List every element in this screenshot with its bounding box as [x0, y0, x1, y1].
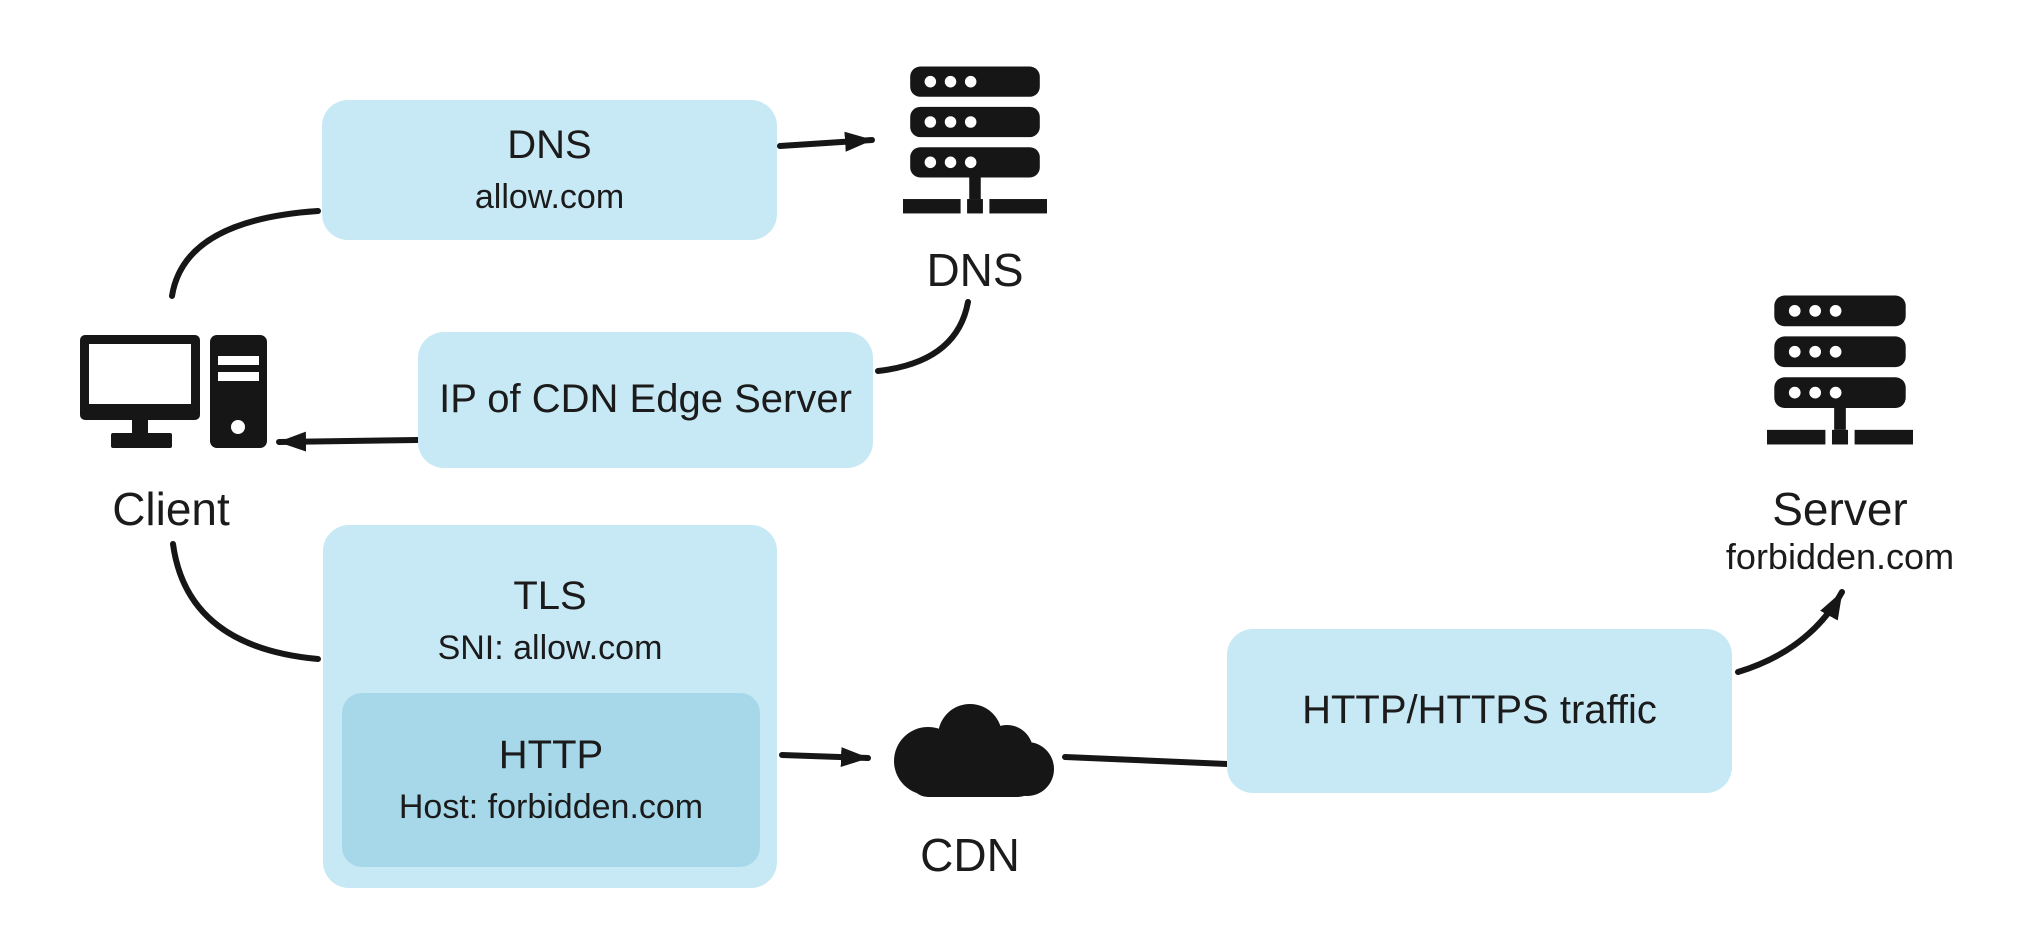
server-domain-label: forbidden.com — [1725, 536, 1955, 577]
http-host-body: Host: forbidden.com — [398, 788, 704, 827]
tls-title: TLS — [513, 574, 587, 618]
dns-response-title: IP of CDN Edge Server — [439, 377, 852, 422]
http-title: HTTP — [498, 733, 604, 777]
dns-label: DNS — [926, 244, 1024, 296]
server-label: Server — [1772, 483, 1908, 535]
http-nested-box: HTTP Host: forbidden.com — [342, 693, 760, 867]
dns-query-title: DNS — [507, 123, 592, 167]
client-computer-icon — [80, 335, 270, 450]
arrow-dns-query-to-dns-server — [777, 131, 875, 152]
connector-client-to-dns-query — [169, 208, 321, 299]
dns-query-box: DNS allow.com — [322, 100, 777, 240]
traffic-title: HTTP/HTTPS traffic — [1302, 688, 1657, 733]
arrow-dns-response-to-client — [276, 431, 421, 452]
cdn-cloud-icon — [888, 698, 1062, 797]
dns-server-icon — [903, 66, 1047, 214]
cdn-label: CDN — [920, 829, 1020, 881]
origin-server-icon — [1767, 295, 1913, 445]
client-label: Client — [112, 483, 230, 535]
arrow-traffic-box-to-server — [1735, 589, 1845, 675]
connector-dns-server-to-dns-response — [875, 299, 971, 374]
arrow-tls-box-to-cdn — [779, 747, 871, 768]
dns-response-box: IP of CDN Edge Server — [418, 332, 873, 468]
connector-cdn-to-traffic-box — [1062, 754, 1230, 767]
tls-sni-body: SNI: allow.com — [437, 629, 663, 668]
traffic-box: HTTP/HTTPS traffic — [1227, 629, 1732, 793]
connector-client-to-tls-box — [170, 541, 321, 662]
dns-query-body: allow.com — [474, 178, 625, 217]
